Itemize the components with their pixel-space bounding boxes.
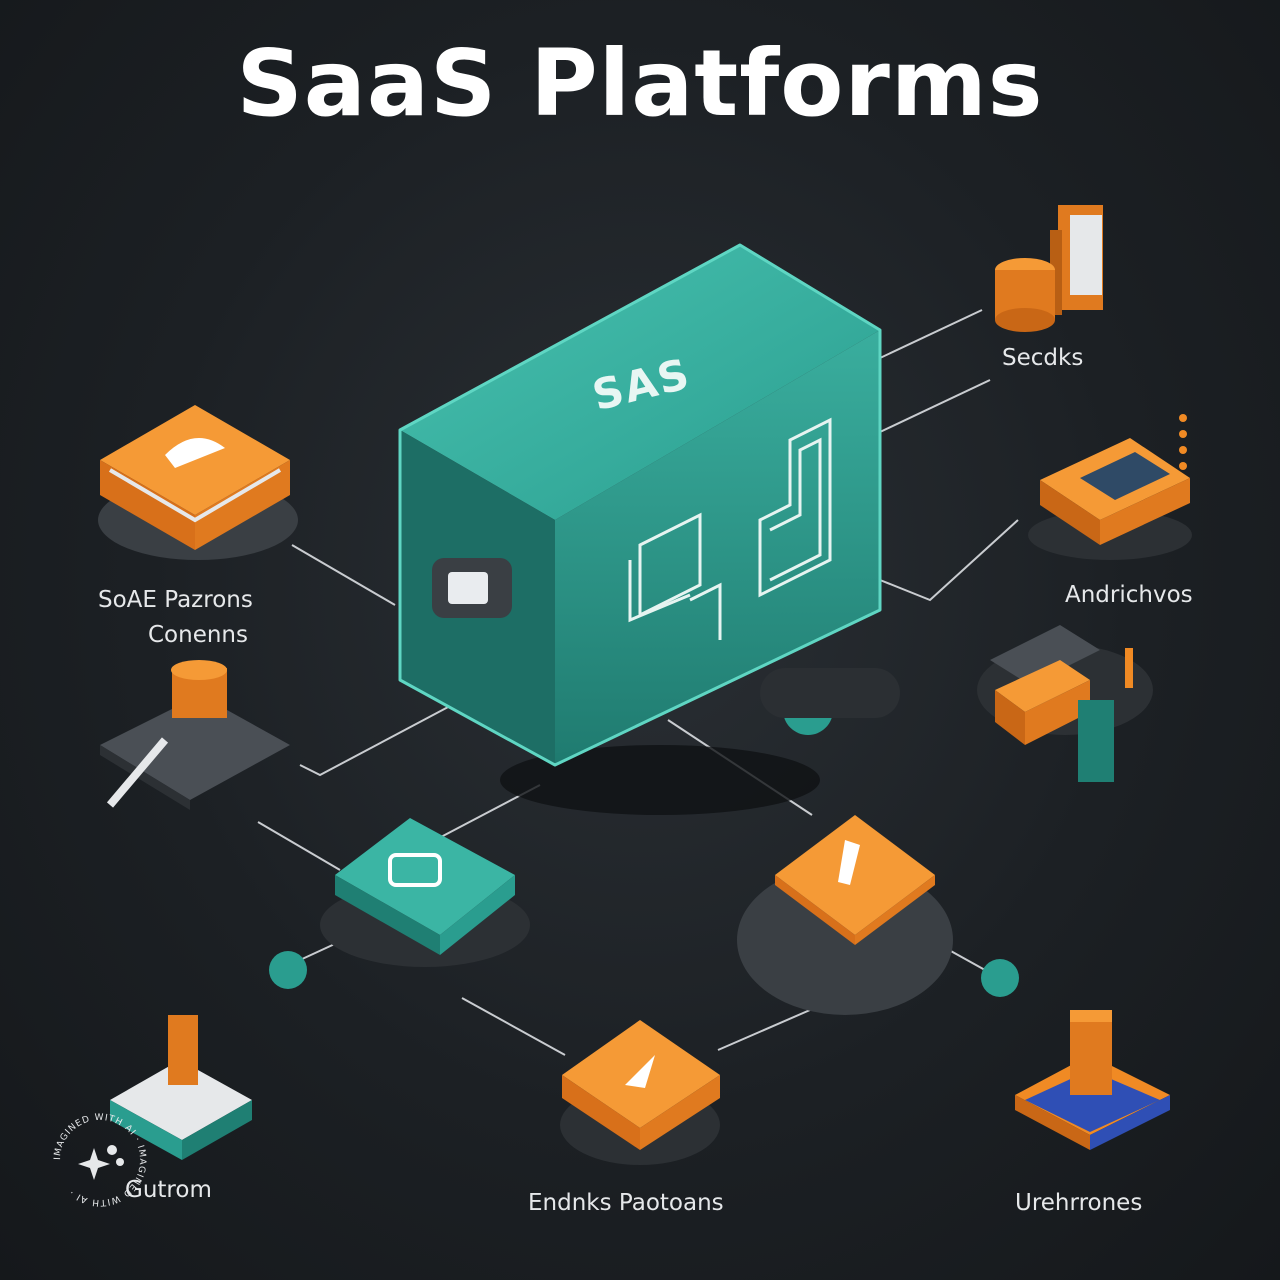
node-label-left-line2: Conenns bbox=[148, 622, 248, 648]
stack-node bbox=[1015, 1010, 1170, 1150]
action-node bbox=[737, 815, 953, 1015]
watermark-badge: IMAGINED WITH AI · IMAGINED WITH AI · bbox=[53, 1113, 147, 1207]
connector-line bbox=[291, 544, 396, 606]
teal-node bbox=[320, 818, 530, 967]
connector-dot bbox=[981, 959, 1019, 997]
node-label-mid-right: Andrichvos bbox=[1065, 582, 1193, 608]
connector-line bbox=[879, 379, 991, 433]
page-title: SaaS Platforms bbox=[236, 30, 1044, 137]
connector-line bbox=[299, 705, 451, 777]
circuit-icon bbox=[628, 417, 832, 640]
node-label-bottom-center: Endnks Paotoans bbox=[528, 1190, 724, 1216]
connector-line bbox=[879, 519, 1019, 602]
watermark-text: IMAGINED WITH AI · IMAGINED WITH AI · bbox=[53, 1113, 146, 1207]
stand-node bbox=[110, 1015, 252, 1160]
svg-text:IMAGINED WITH AI · IMAGINED WI: IMAGINED WITH AI · IMAGINED WITH AI · bbox=[53, 1113, 147, 1207]
saas-hub bbox=[398, 243, 900, 815]
connector-dot bbox=[269, 951, 307, 989]
server-node bbox=[995, 205, 1103, 332]
laptop-node bbox=[100, 660, 290, 810]
device-node bbox=[1028, 414, 1192, 560]
platform-node bbox=[98, 405, 298, 560]
node-label-left-line1: SoAE Pazrons bbox=[98, 587, 253, 613]
node-label-bottom-left: Gutrom bbox=[125, 1177, 212, 1203]
connector-line bbox=[717, 1009, 811, 1051]
node-label-bottom-right: Urehrrones bbox=[1015, 1190, 1143, 1216]
node-label-top-right: Secdks bbox=[1002, 345, 1084, 371]
connector-line bbox=[257, 821, 341, 871]
endpoint-node bbox=[560, 1020, 720, 1165]
machine-node bbox=[977, 625, 1153, 782]
sparkle-icon bbox=[78, 1148, 110, 1180]
connector-line bbox=[879, 309, 983, 359]
connector-line bbox=[461, 997, 566, 1056]
